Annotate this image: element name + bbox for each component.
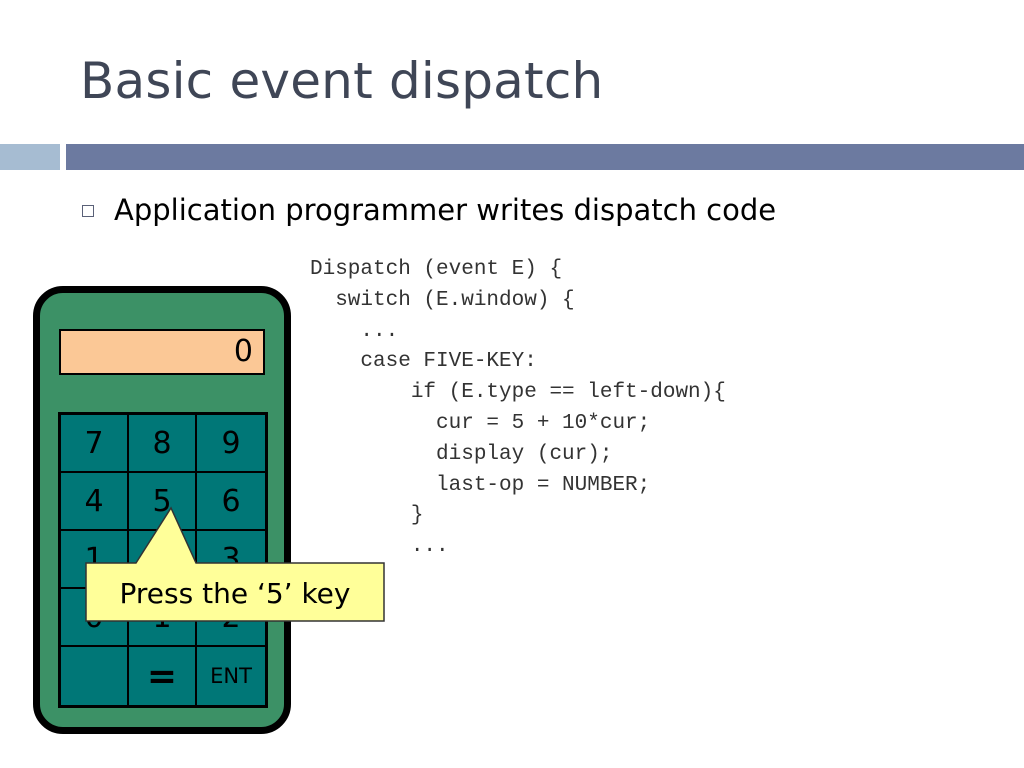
- key-6[interactable]: 6: [197, 473, 265, 531]
- key-equals[interactable]: =: [129, 647, 197, 705]
- calculator-keypad: 7 8 9 4 5 6 1 2 3 0 1 2 = ENT: [58, 412, 268, 708]
- key-9[interactable]: 9: [197, 415, 265, 473]
- key-blank[interactable]: [61, 647, 129, 705]
- key-5[interactable]: 5: [129, 473, 197, 531]
- key-8[interactable]: 8: [129, 415, 197, 473]
- key-7[interactable]: 7: [61, 415, 129, 473]
- slide-title: Basic event dispatch: [80, 52, 604, 110]
- key-enter[interactable]: ENT: [210, 664, 252, 688]
- calculator-display: 0: [59, 329, 265, 375]
- square-bullet-icon: [82, 205, 94, 217]
- callout-text: Press the ‘5’ key: [119, 576, 351, 610]
- key-4[interactable]: 4: [61, 473, 129, 531]
- bullet-text: Application programmer writes dispatch c…: [114, 193, 777, 227]
- title-underline-accent: [0, 144, 60, 170]
- dispatch-code-block: Dispatch (event E) { switch (E.window) {…: [310, 258, 726, 559]
- title-underline-bar: [66, 144, 1024, 170]
